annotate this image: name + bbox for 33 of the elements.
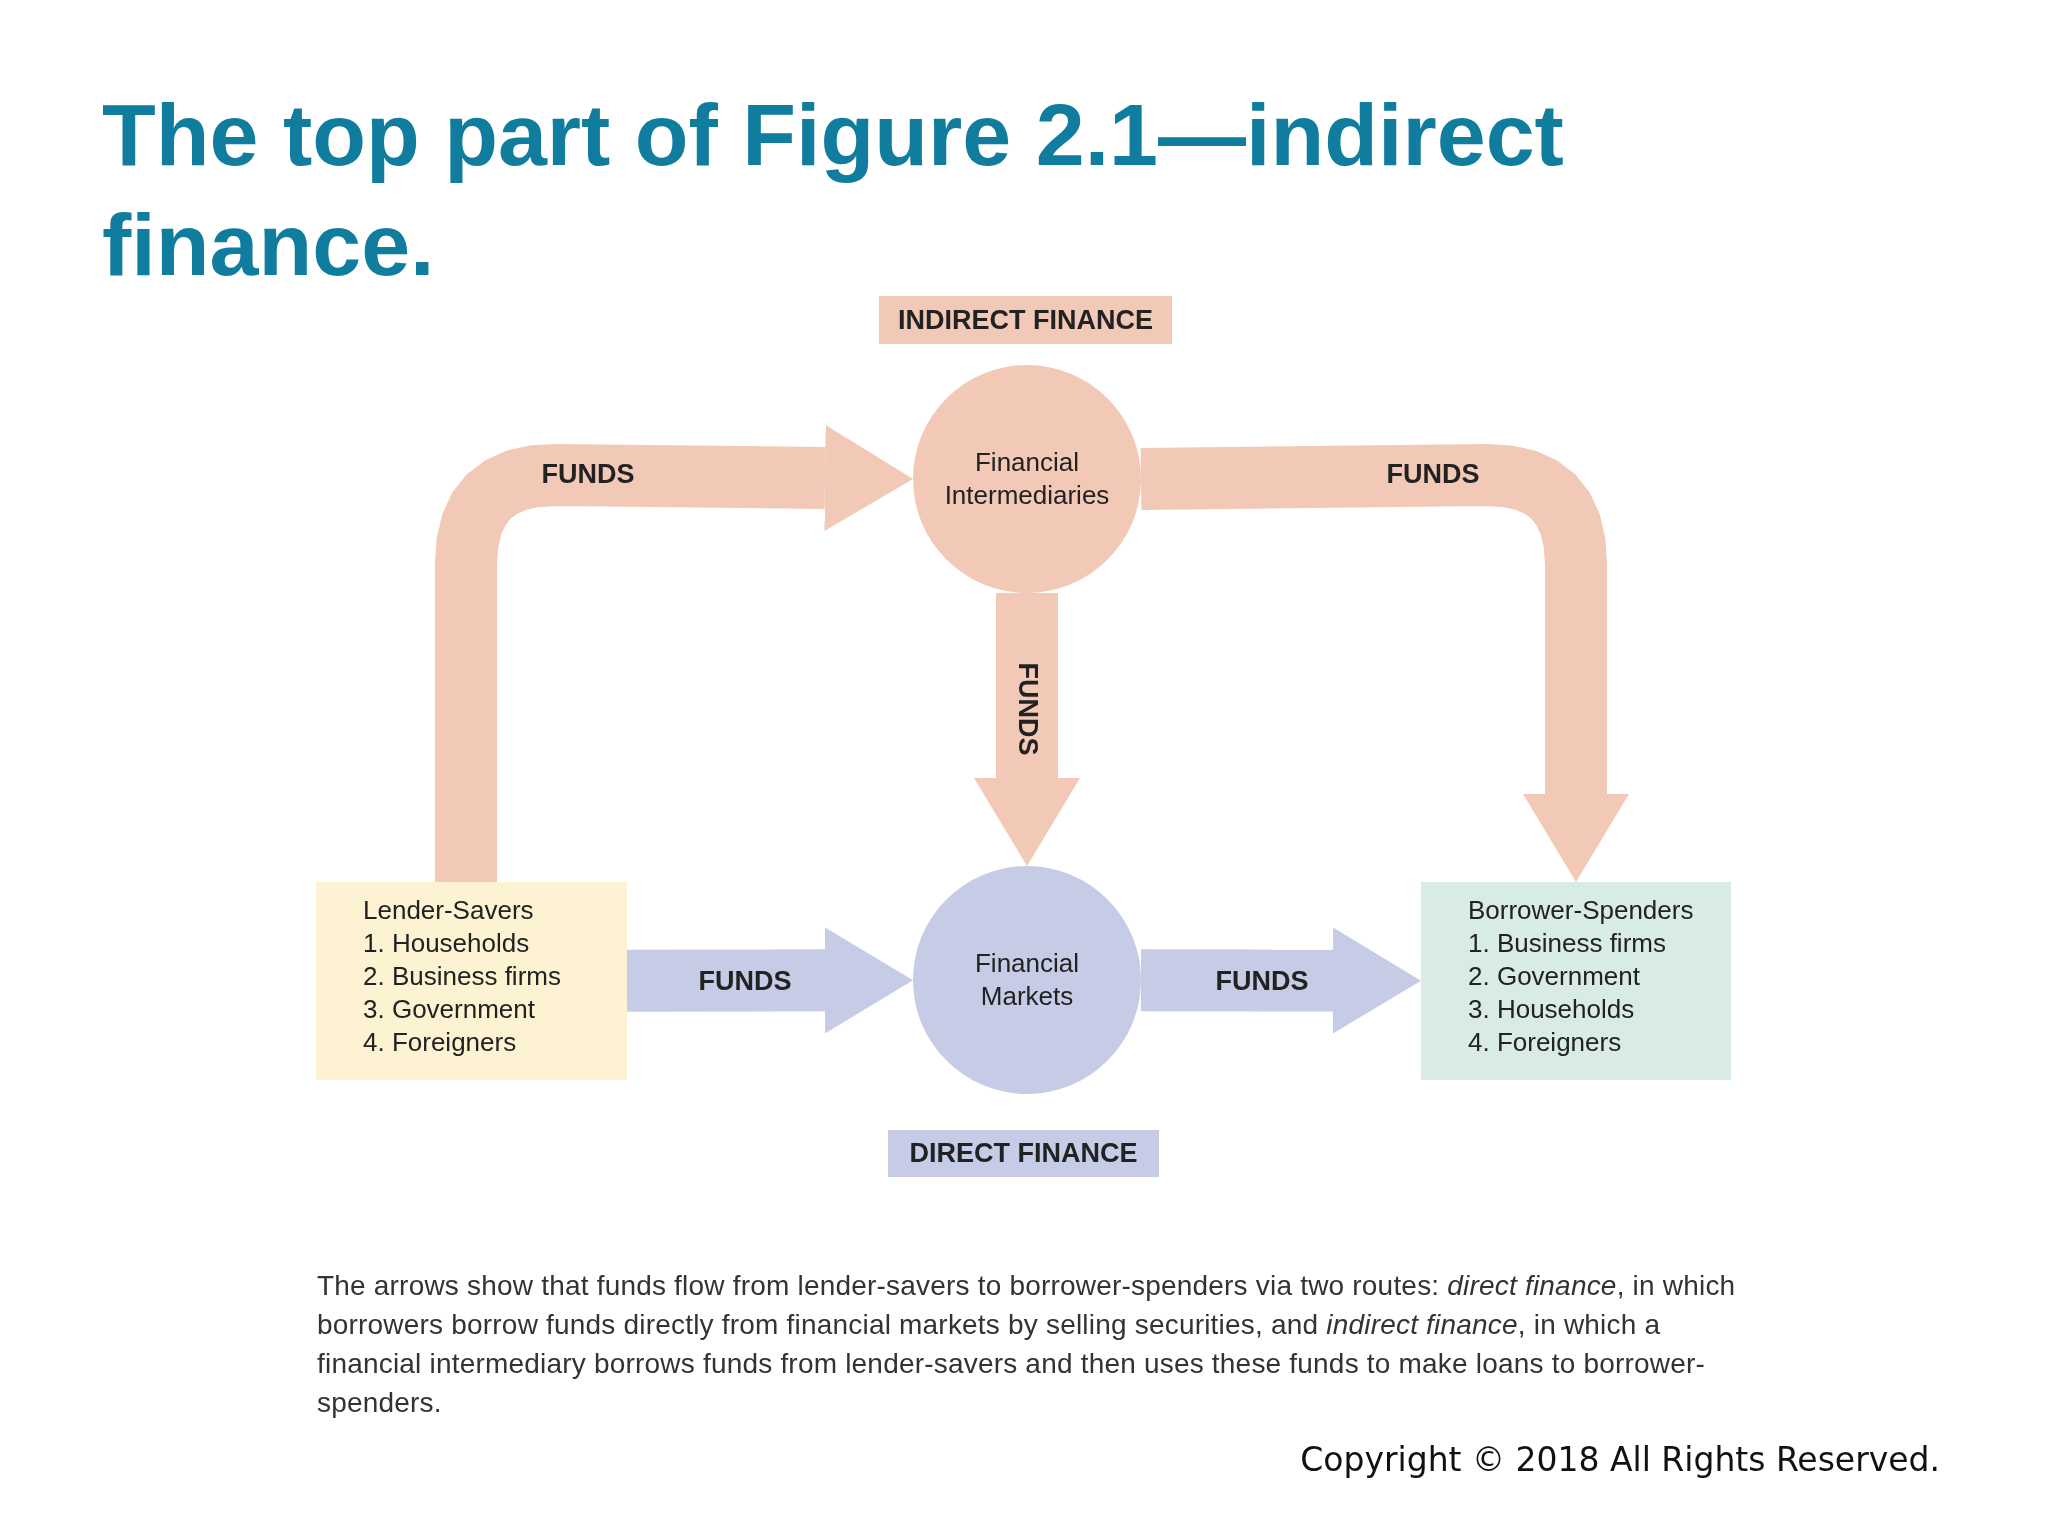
arrow (1140, 444, 1629, 882)
caption: The arrows show that funds flow from lender-savers to borrower-spenders via two routes: direct finance, in which borrowers borrow funds directly from financial markets by selling securities, and indirect finance, in which a financial intermediary borrows funds from lender-savers and then uses these funds to make loans to borrower-spenders. (317, 1269, 1737, 1420)
edge-label: FUNDS (698, 965, 792, 997)
circle-node (913, 866, 1141, 1094)
list-box (1421, 882, 1731, 1080)
node-label: Financial Intermediaries (943, 446, 1111, 512)
edge-label: FUNDS (1215, 965, 1309, 997)
list-item: 2. Government (1468, 960, 1641, 993)
list-item: 4. Foreigners (363, 1026, 518, 1059)
list-box (316, 882, 627, 1080)
section-label: DIRECT FINANCE (909, 1138, 1138, 1169)
list-item: 1. Business firms (1468, 927, 1667, 960)
list-item: 3. Government (363, 993, 536, 1026)
edge-label: FUNDS (541, 458, 635, 490)
list-item: 2. Business firms (363, 960, 562, 993)
edge-label: FUNDS (1011, 662, 1043, 756)
arrow (974, 593, 1080, 866)
arrow (1141, 927, 1421, 1034)
edge-label: FUNDS (1386, 458, 1480, 490)
copyright-note: Copyright © 2018 All Rights Reserved. (1300, 1440, 1940, 1479)
list-item: 1. Households (363, 927, 531, 960)
node-heading: Borrower-Spenders (1468, 894, 1695, 927)
arrow (626, 927, 913, 1034)
node-heading: Lender-Savers (363, 894, 535, 927)
section-label: INDIRECT FINANCE (898, 304, 1153, 336)
slide-title: The top part of Figure 2.1—indirect finance. (102, 84, 1565, 296)
list-item: 3. Households (1468, 993, 1636, 1026)
label-box (888, 1130, 1159, 1177)
node-label: Financial Markets (973, 947, 1081, 1013)
arrow (435, 425, 913, 882)
list-item: 4. Foreigners (1468, 1026, 1623, 1059)
circle-node (913, 365, 1141, 593)
label-box (879, 296, 1172, 344)
